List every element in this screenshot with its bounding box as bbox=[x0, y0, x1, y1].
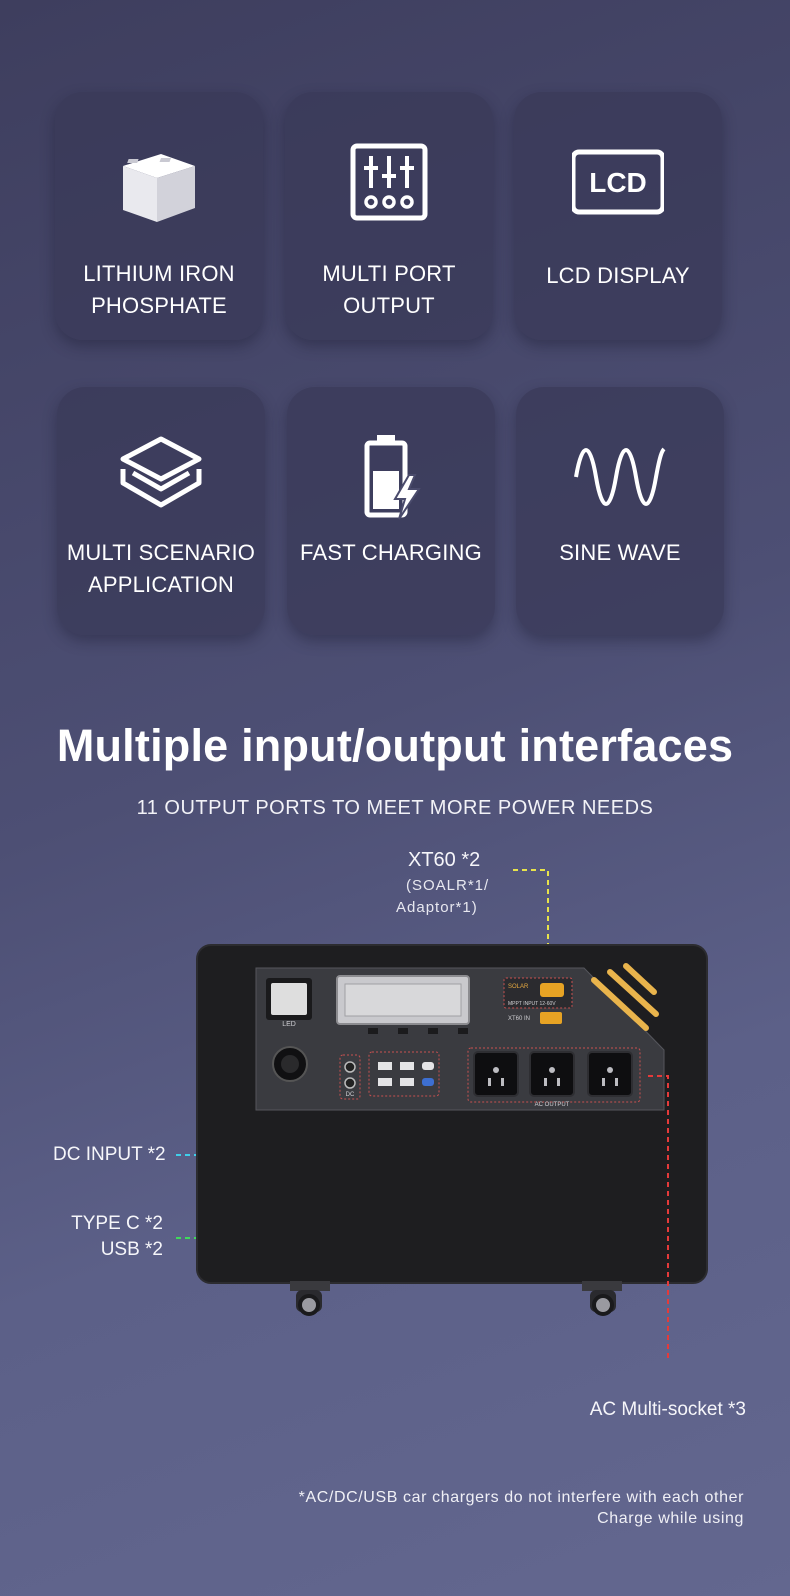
ac-output-label: AC OUTPUT bbox=[535, 1102, 570, 1108]
cube-icon bbox=[120, 436, 202, 508]
feature-card-lithium: LITHIUM IRON PHOSPHATE bbox=[55, 92, 263, 340]
feature-card-multi-scenario: MULTI SCENARIO APPLICATION bbox=[57, 387, 265, 635]
lcd-icon: LCD bbox=[572, 149, 664, 215]
feature-label: FAST CHARGING bbox=[300, 540, 482, 565]
type-c-callout: TYPE C *2 bbox=[71, 1213, 163, 1234]
svg-text:LCD: LCD bbox=[589, 167, 647, 198]
feature-card-fast-charging: FAST CHARGING bbox=[287, 387, 495, 635]
feature-card-sine-wave: SINE WAVE bbox=[516, 387, 724, 635]
xt60-in-label: XT60 IN bbox=[508, 1016, 530, 1022]
power-station-illustration: LED DC SOLAR MPPT INPUT 12-60V XT60 IN A… bbox=[176, 869, 708, 1360]
wheel-left bbox=[290, 1281, 330, 1316]
ac-callout-line bbox=[648, 1075, 669, 1360]
xt60-callout-line1: (SOALR*1/ bbox=[406, 877, 490, 894]
footnote-line1: *AC/DC/USB car chargers do not interfere… bbox=[298, 1489, 744, 1506]
xt60-callout-title: XT60 *2 bbox=[408, 849, 481, 871]
feature-card-lcd: LCD LCD DISPLAY bbox=[514, 92, 722, 340]
feature-card-multi-port: MULTI PORT OUTPUT bbox=[285, 92, 493, 340]
ac-callout: AC Multi-socket *3 bbox=[589, 1399, 746, 1420]
feature-label: MULTI SCENARIO APPLICATION bbox=[66, 540, 256, 597]
xt60-callout-line2: Adaptor*1) bbox=[396, 899, 478, 916]
dc-input-callout: DC INPUT *2 bbox=[53, 1144, 166, 1165]
feature-label: SINE WAVE bbox=[559, 540, 681, 565]
usb-callout: USB *2 bbox=[100, 1239, 163, 1260]
section-subheadline: 11 OUTPUT PORTS TO MEET MORE POWER NEEDS bbox=[136, 797, 654, 819]
footnote-line2: Charge while using bbox=[597, 1510, 744, 1527]
feature-label: LCD DISPLAY bbox=[546, 263, 690, 288]
mppt-label: MPPT INPUT 12-60V bbox=[508, 1001, 556, 1007]
charging-battery-icon bbox=[364, 435, 421, 520]
feature-label: MULTI PORT OUTPUT bbox=[322, 261, 456, 318]
dc-label: DC bbox=[346, 1092, 355, 1098]
led-label: LED bbox=[282, 1021, 296, 1028]
sliders-icon bbox=[350, 143, 428, 221]
battery-block-icon bbox=[123, 154, 195, 222]
section-headline: Multiple input/output interfaces bbox=[56, 720, 734, 771]
sine-wave-icon bbox=[574, 447, 666, 506]
solar-label: SOLAR bbox=[508, 984, 529, 990]
wheel-right bbox=[582, 1281, 622, 1316]
feature-label: LITHIUM IRON PHOSPHATE bbox=[83, 261, 235, 318]
